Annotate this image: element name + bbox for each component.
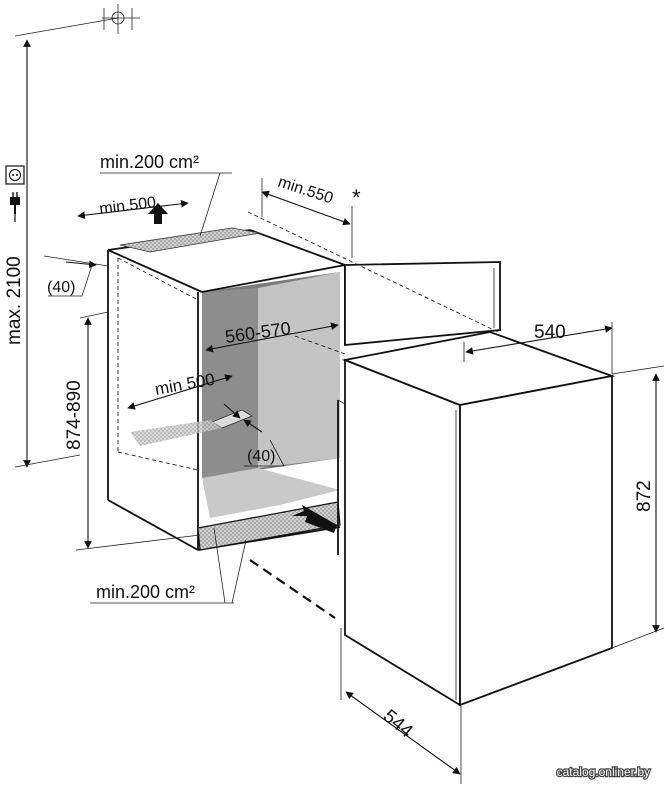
offset-inner-label: (40) [247, 448, 275, 465]
unit-depth-dimension [340, 628, 462, 784]
unit-width-dimension [465, 325, 613, 355]
power-socket-icon [5, 165, 25, 185]
unit-width-label: 540 [534, 322, 566, 343]
top-width-dimension [77, 199, 189, 220]
offset-inner-arrow-b [243, 419, 263, 433]
inner-depth-dimension [127, 374, 233, 410]
offset-top-label: (40) [47, 279, 75, 296]
max-height-label: max. 2100 [4, 256, 25, 345]
offset-inner-arrow-a [223, 403, 241, 419]
inner-width-dimension [205, 322, 339, 353]
offset-top-box [48, 264, 93, 297]
offset-top-leader [43, 255, 109, 267]
airflow-in-arrow [292, 505, 337, 533]
cabinet-niche [107, 227, 346, 551]
max-height-dimension [14, 39, 81, 468]
unit-height-dimension [611, 365, 665, 649]
watermark: catalog.onliner.by [557, 765, 650, 779]
bottom-vent-leader-a [231, 539, 247, 604]
alignment-line-bottom [249, 559, 336, 619]
top-width-label: min.500 [98, 194, 157, 218]
unit-height-label: 872 [634, 480, 655, 512]
niche-door [344, 261, 501, 346]
bottom-vent-area-label: min.200 cm² [96, 582, 195, 602]
fridge-unit [337, 331, 616, 707]
door-depth-label: min.550 [276, 174, 335, 208]
mount-leader [14, 17, 119, 37]
bottom-vent-leader-b [213, 527, 226, 604]
niche-height-label: 874-890 [64, 380, 85, 450]
door-depth-dimension [261, 190, 351, 226]
niche-height-dimension [75, 311, 201, 551]
unit-depth-label: 544 [379, 706, 417, 743]
door-depth-asterisk: * [352, 185, 361, 210]
top-vent-area-label: min.200 cm² [100, 152, 199, 172]
mounting-point-icon [102, 4, 140, 34]
power-plug-icon [10, 192, 20, 222]
top-vent-area-leader [199, 172, 221, 237]
alignment-line-top [247, 211, 499, 333]
offset-inner-box [244, 439, 285, 467]
